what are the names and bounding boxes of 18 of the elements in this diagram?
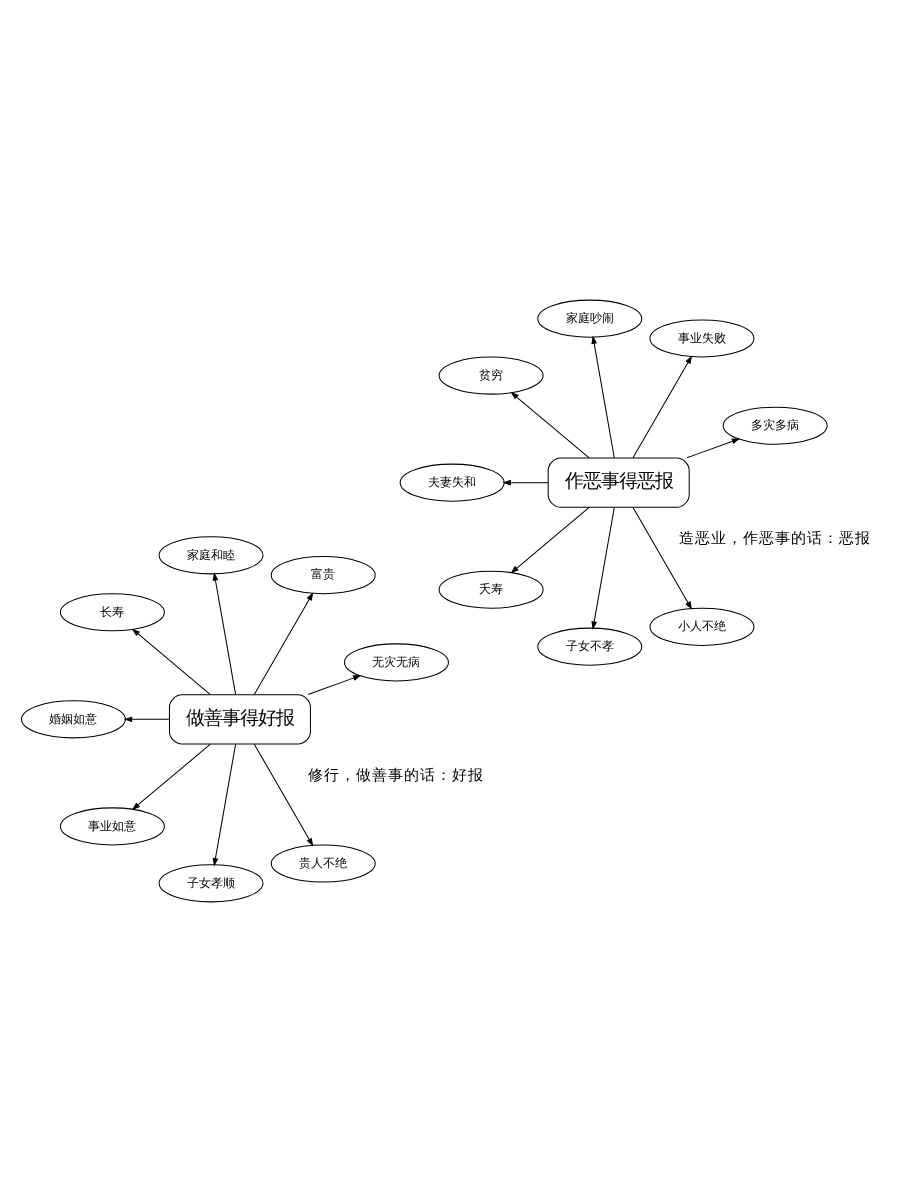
arrow — [212, 571, 237, 694]
arrow — [131, 742, 211, 810]
arrow — [686, 437, 741, 458]
arrow — [212, 742, 237, 866]
arrow — [632, 354, 693, 458]
arrow — [253, 591, 314, 695]
arrow — [253, 742, 314, 846]
node-box: 作恶事得恶报 — [547, 456, 690, 507]
arrow — [502, 478, 549, 485]
arrow — [632, 505, 693, 609]
arrow — [510, 505, 590, 573]
node-box: 做善事得好报 — [168, 693, 311, 744]
arrow — [123, 715, 170, 722]
arrow — [131, 627, 211, 695]
arrow — [591, 506, 615, 629]
arrow — [510, 390, 590, 458]
arrow — [307, 674, 362, 695]
arrow — [591, 334, 615, 458]
